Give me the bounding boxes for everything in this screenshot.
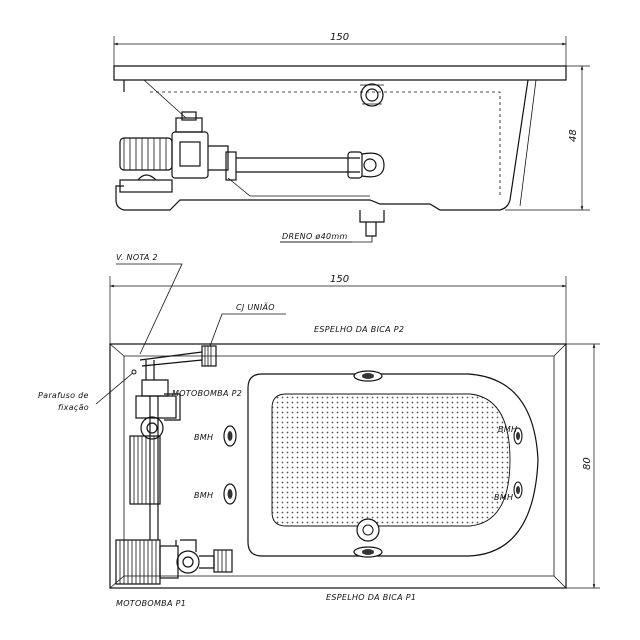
side-view: 150 48 <box>113 32 590 243</box>
plan-width-label: 150 <box>330 274 349 285</box>
top-jet-fitting <box>360 83 384 107</box>
jet-label-left-upper: BMH <box>194 433 213 442</box>
pump-p2-label: MOTOBOMBA P2 <box>172 389 242 398</box>
pump-p1-label: MOTOBOMBA P1 <box>116 599 186 608</box>
jet-right-upper <box>513 427 523 445</box>
side-width-label: 150 <box>330 32 349 43</box>
jet-bottom-rim <box>353 546 383 558</box>
tub-inner-hidden-line <box>150 91 501 196</box>
jet-label-left-lower: BMH <box>194 491 213 500</box>
union-label: CJ UNIÃO <box>236 302 275 312</box>
side-pump-base <box>119 174 370 197</box>
jet-left-upper <box>223 425 237 447</box>
drain-label: DRENO ø40mm <box>282 232 348 241</box>
basin-outline <box>247 373 539 557</box>
jet-label-right-upper: BMH <box>498 425 517 434</box>
side-height-label: 48 <box>568 129 579 142</box>
plan-width-dimension: 150 <box>109 274 567 344</box>
spout-p2-label: ESPELHO DA BICA P2 <box>314 325 404 334</box>
tub-rim <box>113 65 567 81</box>
plan-depth-dimension: 80 <box>566 343 600 589</box>
plan-depth-label: 80 <box>582 457 593 470</box>
plan-view: V. NOTA 2 150 80 <box>38 253 600 608</box>
plan-motor-pump-p2 <box>129 395 177 505</box>
jet-label-right-lower: BMH <box>494 493 513 502</box>
tub-body <box>115 79 529 211</box>
plan-piping <box>139 351 203 540</box>
union-fitting <box>201 313 286 367</box>
note-leader <box>116 263 183 355</box>
screw-label-line2: fixação <box>58 403 89 412</box>
jet-right-lower <box>513 481 523 499</box>
plan-motor-pump-p1 <box>115 539 233 585</box>
screw-label-line1: Parafuso de <box>38 391 89 400</box>
screw-leader <box>95 371 135 405</box>
tub-plan-outline <box>109 343 567 589</box>
jet-top-rim <box>353 370 383 382</box>
screw-point <box>131 369 137 375</box>
side-motor-pump <box>119 79 237 181</box>
plan-drain <box>356 518 380 542</box>
tub-wall-thickness <box>519 79 537 207</box>
note-label: V. NOTA 2 <box>116 253 158 262</box>
side-width-dimension: 150 <box>113 32 567 66</box>
tub-plan-corners <box>109 343 567 589</box>
side-pipe <box>236 151 385 179</box>
spout-p1-label: ESPELHO DA BICA P1 <box>326 593 416 602</box>
side-height-dimension: 48 <box>505 65 590 211</box>
jet-left-lower <box>223 483 237 505</box>
basin-floor-texture <box>271 393 511 527</box>
